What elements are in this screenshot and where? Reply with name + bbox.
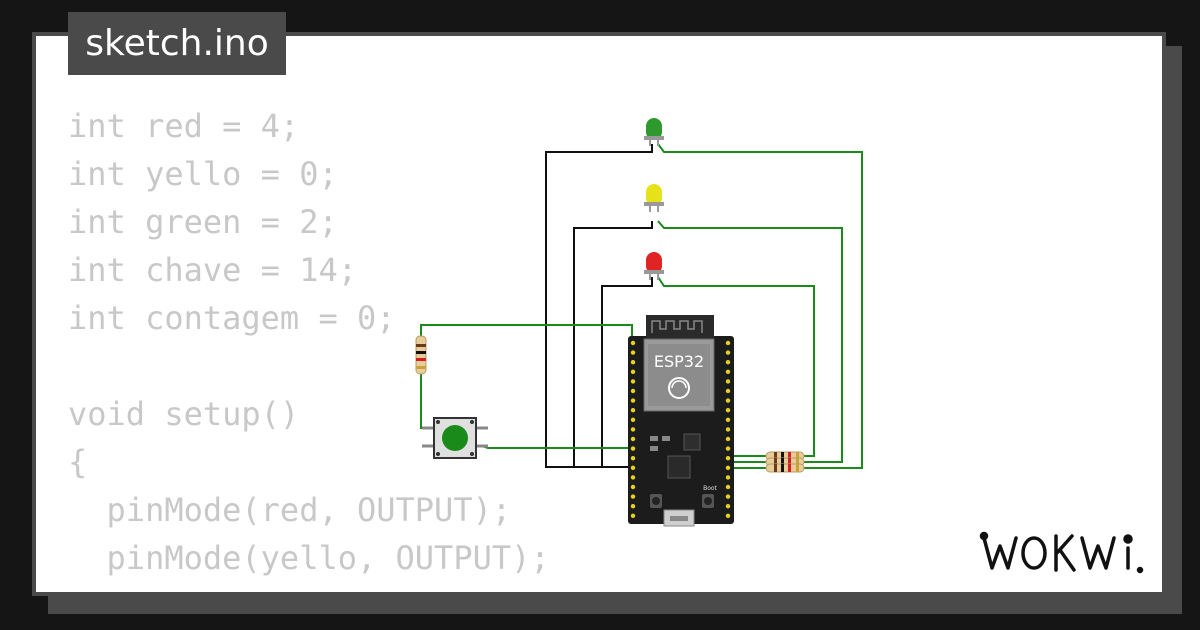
boot-label: Boot [703, 485, 717, 492]
code-line: pinMode(yello, OUTPUT); [68, 539, 550, 577]
pin[interactable] [630, 504, 636, 509]
pin[interactable] [725, 398, 731, 403]
pin[interactable] [630, 446, 636, 451]
code-line: int red = 4; [68, 107, 300, 145]
resistor-bank[interactable] [765, 451, 805, 473]
pin[interactable] [725, 504, 731, 509]
led-green[interactable] [644, 118, 664, 146]
pin[interactable] [725, 379, 731, 384]
code-line: int chave = 14; [68, 251, 357, 289]
pin[interactable] [725, 340, 731, 346]
pin[interactable] [725, 513, 731, 518]
pin[interactable] [630, 475, 636, 480]
pin[interactable] [630, 350, 636, 355]
esp32-board[interactable]: ESP32 Boot [628, 315, 734, 527]
pin[interactable] [630, 417, 636, 422]
pin[interactable] [630, 340, 636, 346]
code-line: int green = 2; [68, 203, 338, 241]
wires [420, 143, 863, 469]
pin[interactable] [725, 484, 731, 490]
pin[interactable] [725, 360, 731, 365]
pin[interactable] [630, 484, 636, 490]
wire-red-led-ground [601, 277, 653, 468]
pin[interactable] [630, 456, 636, 461]
code-preview: int red = 4; int yello = 0; int green = 2;… [68, 102, 550, 592]
wire-yellow-led-ground [573, 221, 653, 468]
wire-red-led-signal[interactable] [657, 276, 815, 457]
pin[interactable] [725, 369, 731, 374]
circuit-diagram: ESP32 Boot [415, 118, 863, 527]
wire-green-led-signal[interactable] [657, 143, 863, 469]
code-line: pinMode(green, OUTPUT); [68, 582, 550, 592]
preview-card: int red = 4; int yello = 0; int green = 2;… [32, 32, 1166, 596]
pin[interactable] [630, 398, 636, 403]
pin[interactable] [725, 427, 731, 432]
wire-resistor-button[interactable] [420, 374, 434, 429]
pin-header-right [725, 340, 731, 518]
pin[interactable] [725, 494, 731, 499]
resistor-3[interactable] [765, 463, 805, 473]
pin[interactable] [725, 350, 731, 355]
pin[interactable] [630, 379, 636, 384]
pin[interactable] [630, 465, 636, 470]
code-line: pinMode(red, OUTPUT); [68, 491, 512, 529]
wire-yellow-led-signal[interactable] [657, 220, 843, 463]
pin[interactable] [725, 465, 731, 470]
pin[interactable] [630, 436, 636, 442]
push-button[interactable] [422, 417, 488, 459]
pin[interactable] [725, 408, 731, 413]
led-red[interactable] [644, 252, 664, 280]
sketch-filename-tab: sketch.ino [68, 12, 286, 75]
wire-resistor-top[interactable] [420, 324, 633, 340]
pin[interactable] [725, 388, 731, 394]
wokwi-logo [979, 531, 1144, 574]
code-line: void setup() [68, 395, 300, 433]
code-line: { [68, 443, 88, 481]
pin[interactable] [630, 513, 636, 518]
pin[interactable] [725, 475, 731, 480]
pin[interactable] [725, 456, 731, 461]
code-line: int yello = 0; [68, 155, 338, 193]
pin[interactable] [630, 427, 636, 432]
pin[interactable] [725, 417, 731, 422]
pin-header-left [630, 340, 636, 518]
pin[interactable] [630, 388, 636, 394]
pin[interactable] [725, 446, 731, 451]
pin[interactable] [630, 494, 636, 499]
wire-button-board[interactable] [481, 445, 632, 449]
code-line: int contagem = 0; [68, 299, 396, 337]
led-yellow[interactable] [644, 184, 664, 212]
board-label: ESP32 [654, 352, 704, 371]
pin[interactable] [725, 436, 731, 442]
pin[interactable] [630, 408, 636, 413]
pin[interactable] [630, 360, 636, 365]
resistor-pullup[interactable] [415, 335, 427, 375]
pin[interactable] [630, 369, 636, 374]
